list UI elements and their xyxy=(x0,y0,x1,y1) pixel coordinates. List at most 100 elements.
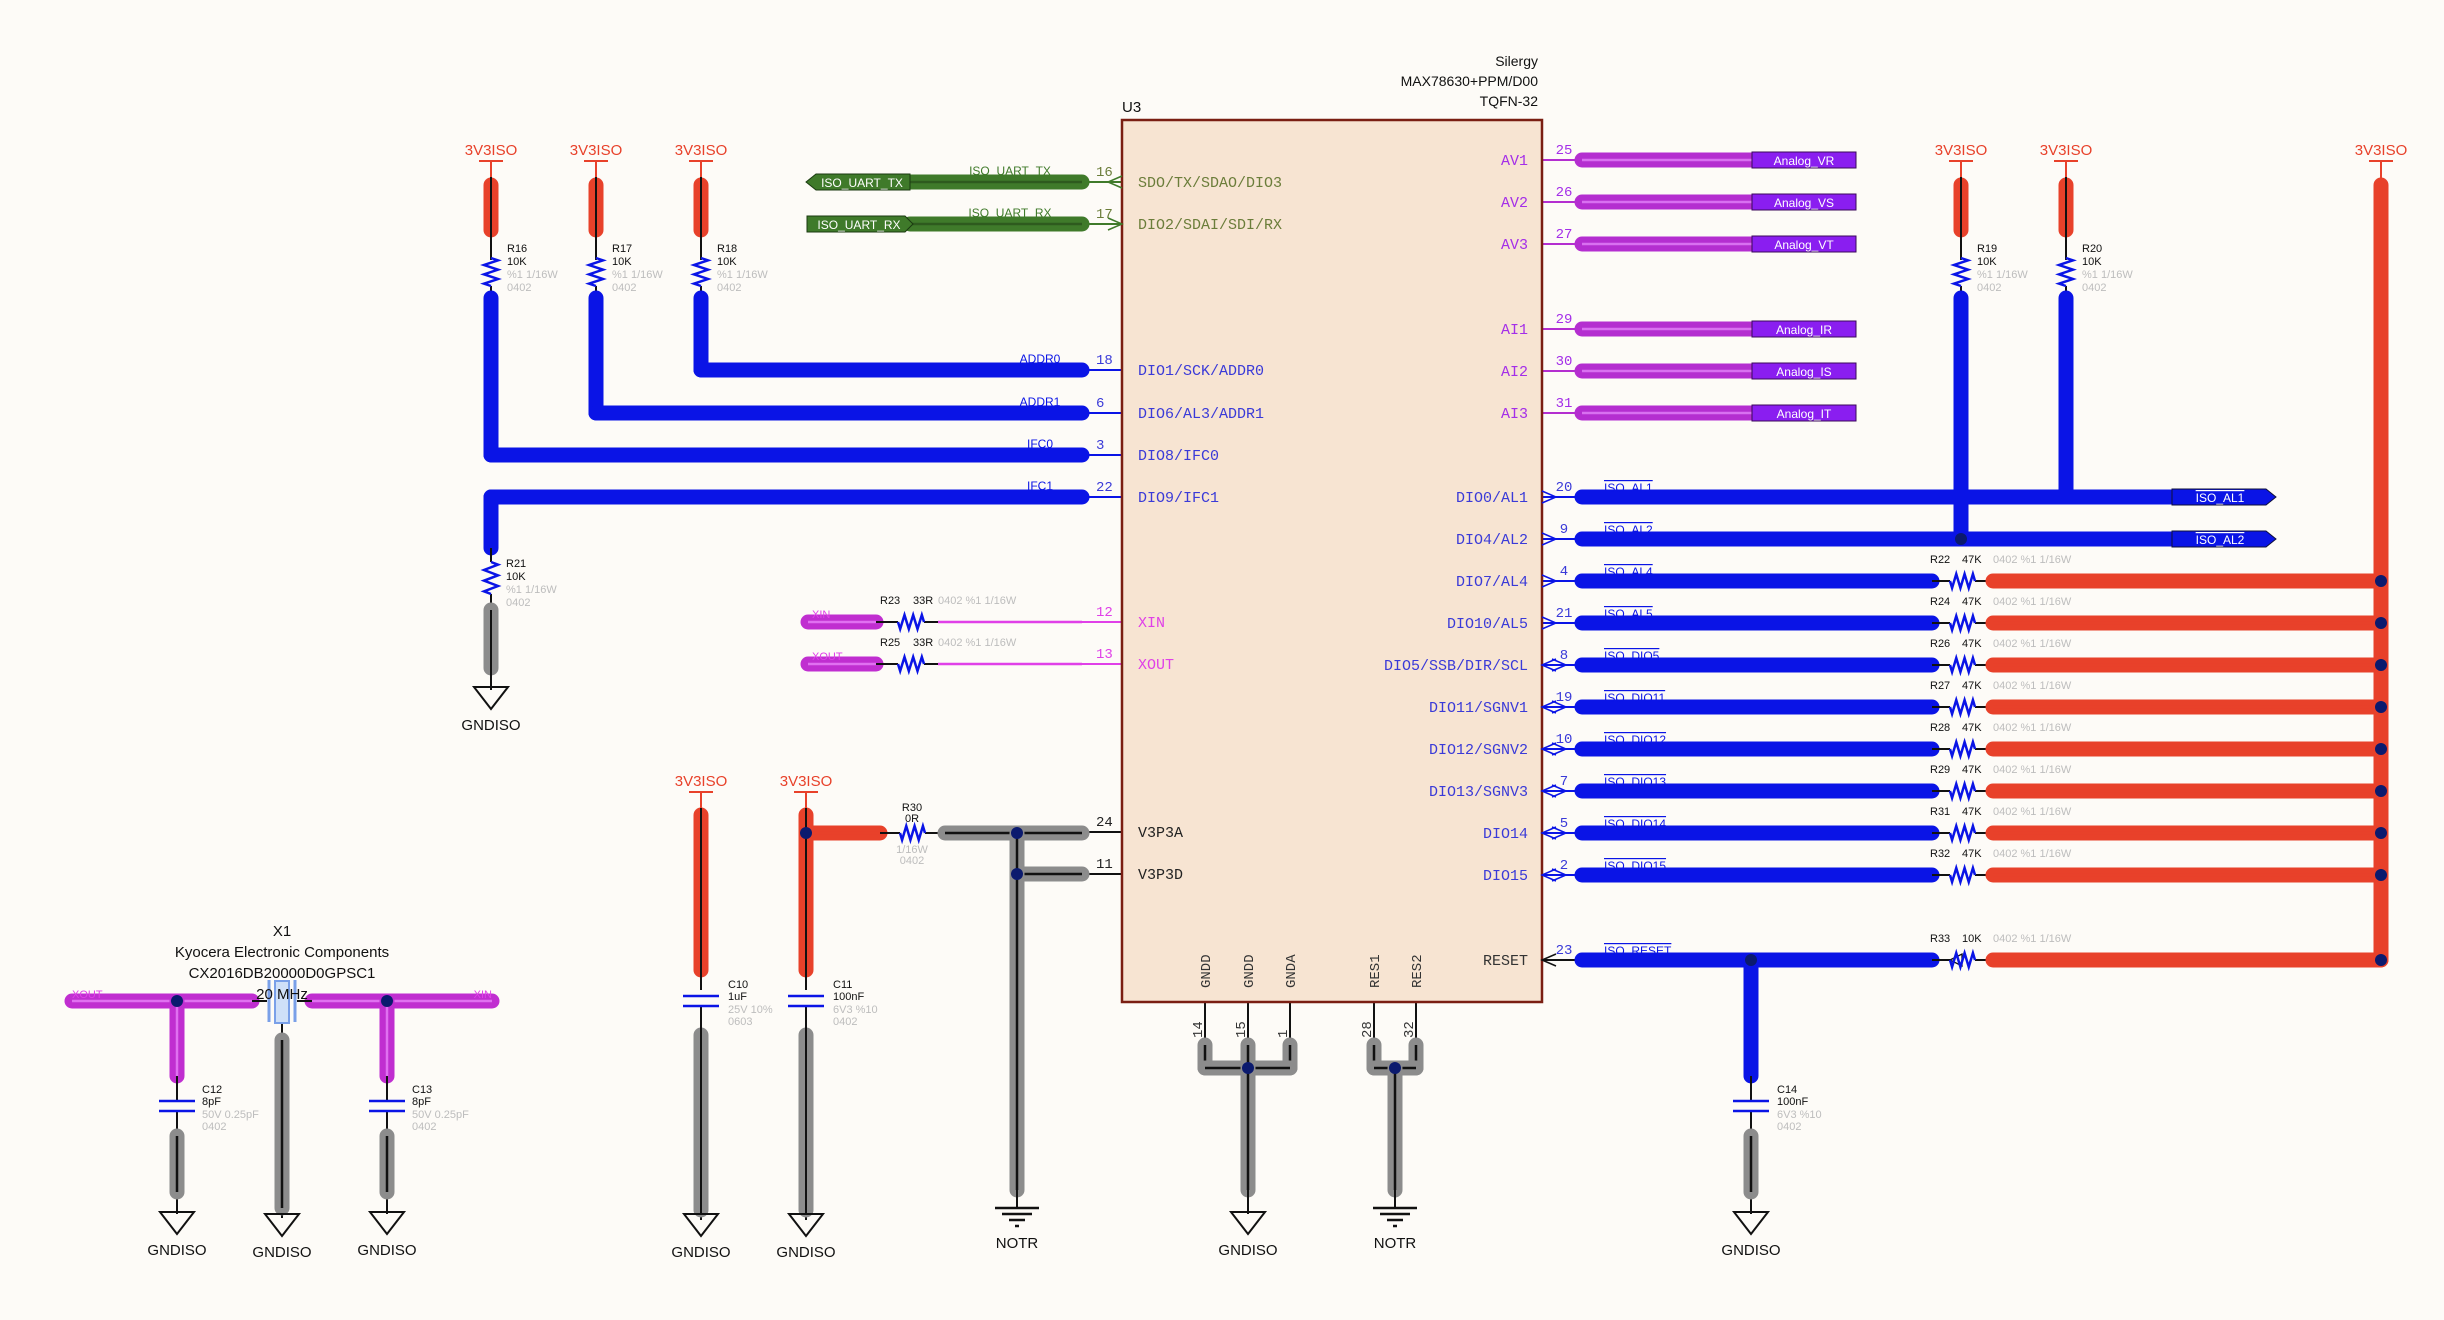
pin-name: DIO0/AL1 xyxy=(1456,490,1528,507)
chip-body[interactable] xyxy=(1120,118,1544,1004)
net-label: ISO_AL4 xyxy=(1604,565,1653,579)
resistor-r21[interactable] xyxy=(480,560,502,596)
power-port-label: 3V3ISO xyxy=(1935,142,1988,159)
power-port-label: 3V3ISO xyxy=(465,142,518,159)
pin-name: DIO6/AL3/ADDR1 xyxy=(1138,406,1264,423)
junction-dot xyxy=(171,995,183,1007)
capacitor-package: 0402 xyxy=(202,1121,226,1133)
pin-bidirectional-icon xyxy=(1540,868,1568,882)
capacitor-ref: C14 xyxy=(1777,1084,1797,1096)
resistor-ref: R27 xyxy=(1930,680,1950,692)
port-iso_uart_rx[interactable] xyxy=(806,215,914,233)
resistor-r26[interactable] xyxy=(1948,653,1977,677)
port-analog_vt[interactable] xyxy=(1751,235,1857,253)
pin-direction-icon xyxy=(1106,175,1123,189)
resistor-r28[interactable] xyxy=(1948,737,1977,761)
pin-name: DIO10/AL5 xyxy=(1447,616,1528,633)
resistor-spec: 0402 %1 1/16W xyxy=(1993,554,2072,566)
junction-dot xyxy=(2375,617,2387,629)
pin-bidirectional-icon xyxy=(1540,742,1568,756)
resistor-r24[interactable] xyxy=(1948,611,1977,635)
net-label: ISO_UART_TX xyxy=(969,164,1051,178)
junction-dot xyxy=(1955,533,1967,545)
port-analog_ir[interactable] xyxy=(1751,320,1857,338)
pin-number: 25 xyxy=(1556,143,1573,159)
pin-name: AI3 xyxy=(1501,406,1528,423)
pin-number: 27 xyxy=(1556,227,1573,243)
resistor-r27[interactable] xyxy=(1948,695,1977,719)
pin-name: AV3 xyxy=(1501,237,1528,254)
resistor-spec: %1 1/16W xyxy=(507,269,558,281)
resistor-value: 33R xyxy=(913,637,933,649)
capacitor-ref: C10 xyxy=(728,979,748,991)
port-analog_is[interactable] xyxy=(1751,362,1857,380)
resistor-r22[interactable] xyxy=(1948,569,1977,593)
net-label: ISO_AL2 xyxy=(1604,523,1653,537)
capacitor-value: 8pF xyxy=(202,1096,221,1108)
power-port-label: 3V3ISO xyxy=(675,142,728,159)
junction-dot xyxy=(2375,869,2387,881)
pin-number: 13 xyxy=(1096,647,1113,663)
resistor-ref: R20 xyxy=(2082,243,2102,255)
resistor-spec: %1 1/16W xyxy=(506,584,557,596)
port-label: ISO_UART_RX xyxy=(817,218,900,232)
resistor-r17[interactable] xyxy=(585,256,607,288)
resistor-r25[interactable] xyxy=(896,652,926,676)
pin-output-icon xyxy=(1541,574,1558,588)
net-label: IFC0 xyxy=(1027,437,1053,451)
resistor-r20[interactable] xyxy=(2055,256,2077,288)
port-analog_vs[interactable] xyxy=(1751,193,1857,211)
resistor-spec: 0402 %1 1/16W xyxy=(1993,680,2072,692)
resistor-spec: 0402 %1 1/16W xyxy=(938,595,1017,607)
resistor-r29[interactable] xyxy=(1948,779,1977,803)
chip-package: TQFN-32 xyxy=(1480,93,1539,109)
pin-name: DIO4/AL2 xyxy=(1456,532,1528,549)
chip-u3[interactable] xyxy=(1106,118,1568,1004)
resistor-r30[interactable] xyxy=(898,821,927,845)
resistor-value: 10K xyxy=(1962,933,1982,945)
port-analog_it[interactable] xyxy=(1751,404,1857,422)
pin-name: AI1 xyxy=(1501,322,1528,339)
pin-number: 11 xyxy=(1096,857,1113,873)
pin-number: 14 xyxy=(1191,1021,1207,1038)
resistor-ref: R33 xyxy=(1930,933,1950,945)
junction-dot xyxy=(1242,1062,1254,1074)
resistor-r33[interactable] xyxy=(1948,948,1977,972)
ground-label: GNDISO xyxy=(252,1244,311,1261)
ground-icon xyxy=(786,1213,826,1238)
pin-name: AV1 xyxy=(1501,153,1528,170)
resistor-package: 0402 xyxy=(2082,282,2106,294)
ground-icon xyxy=(1731,1211,1771,1236)
port-iso_al1[interactable] xyxy=(2171,488,2277,506)
junction-dot xyxy=(800,827,812,839)
resistor-r19[interactable] xyxy=(1950,256,1972,288)
resistor-r16[interactable] xyxy=(480,256,502,288)
resistor-ref: R30 xyxy=(902,802,922,814)
pin-number: 5 xyxy=(1560,816,1568,832)
net-label: IFC1 xyxy=(1027,479,1053,493)
pin-name: DIO15 xyxy=(1483,868,1528,885)
resistor-package: 0402 xyxy=(717,282,741,294)
pin-name: RES2 xyxy=(1410,954,1426,988)
pin-number: 18 xyxy=(1096,353,1113,369)
ground-icon xyxy=(1228,1211,1268,1236)
resistor-value: 10K xyxy=(717,256,737,268)
port-iso_al2[interactable] xyxy=(2171,530,2277,548)
resistor-r23[interactable] xyxy=(896,610,926,634)
capacitor-value: 100nF xyxy=(1777,1096,1808,1108)
pin-name: DIO5/SSB/DIR/SCL xyxy=(1384,658,1528,675)
capacitor-value: 1uF xyxy=(728,991,747,1003)
port-iso_uart_tx[interactable] xyxy=(805,173,911,191)
resistor-value: 47K xyxy=(1962,638,1982,650)
net-label: XIN xyxy=(812,609,830,621)
resistor-r32[interactable] xyxy=(1948,863,1977,887)
resistor-spec: %1 1/16W xyxy=(612,269,663,281)
net-label: XOUT xyxy=(812,651,843,663)
net-label: ISO_DIO14 xyxy=(1604,817,1666,831)
resistor-r31[interactable] xyxy=(1948,821,1977,845)
resistor-spec: 0402 %1 1/16W xyxy=(1993,848,2072,860)
resistor-spec: %1 1/16W xyxy=(2082,269,2133,281)
port-analog_vr[interactable] xyxy=(1751,151,1857,169)
net-label: ISO_AL1 xyxy=(1604,481,1653,495)
resistor-r18[interactable] xyxy=(690,256,712,288)
